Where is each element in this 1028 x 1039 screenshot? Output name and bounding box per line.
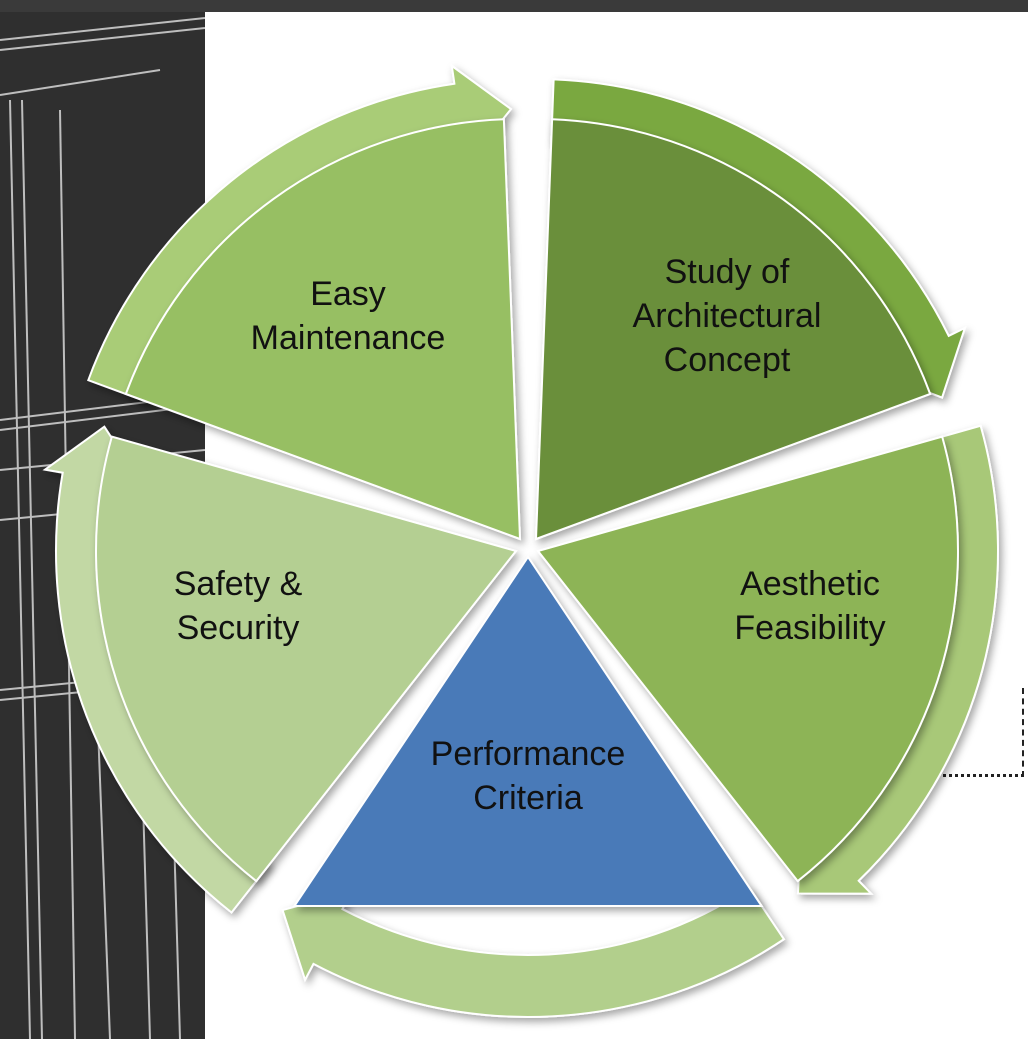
label-aesthetic-line: Aesthetic bbox=[740, 565, 880, 603]
label-study-line: Architectural bbox=[633, 297, 822, 335]
label-safety: Safety & Security bbox=[174, 565, 303, 647]
label-aesthetic-line: Feasibility bbox=[734, 609, 885, 647]
label-performance-line: Performance bbox=[431, 735, 626, 773]
segment-performance bbox=[292, 555, 764, 908]
segment-maintenance bbox=[124, 118, 522, 541]
label-safety-line: Security bbox=[177, 609, 300, 647]
cycle-segments bbox=[94, 118, 960, 908]
segment-safety bbox=[94, 435, 518, 883]
label-study-line: Concept bbox=[664, 341, 791, 379]
label-safety-line: Safety & bbox=[174, 565, 303, 603]
label-maintenance-line: Maintenance bbox=[251, 319, 446, 357]
label-maintenance-line: Easy bbox=[310, 275, 386, 313]
label-study-line: Study of bbox=[665, 253, 790, 291]
segment-aesthetic bbox=[536, 435, 960, 883]
segment-study bbox=[534, 118, 932, 541]
label-performance-line: Criteria bbox=[473, 779, 583, 817]
top-bar bbox=[0, 0, 1028, 12]
arrow-performance bbox=[281, 886, 786, 1018]
